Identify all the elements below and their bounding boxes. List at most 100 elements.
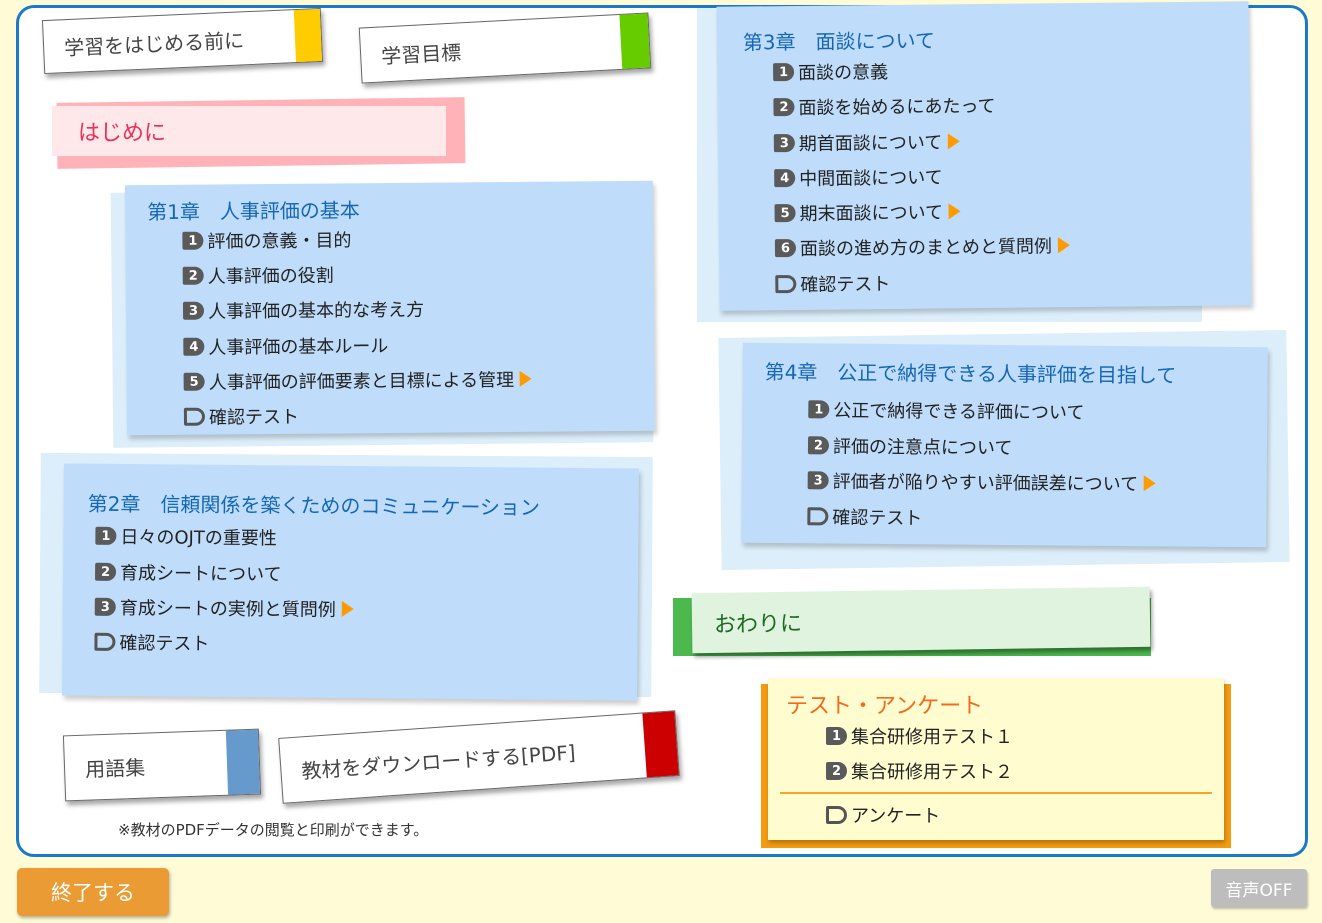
- number-2-icon: 2: [182, 266, 204, 285]
- chapter3-item-5[interactable]: 5 期末面談について: [774, 198, 962, 226]
- play-arrow-icon: [948, 203, 962, 220]
- chapter1-item-3[interactable]: 3 人事評価の基本的な考え方: [182, 296, 425, 324]
- yellow-swatch: [293, 8, 323, 63]
- number-3-icon: 3: [182, 301, 205, 320]
- chapter1-test[interactable]: 確認テスト: [183, 403, 300, 430]
- glossary-button[interactable]: 用語集: [62, 728, 262, 802]
- number-3-icon: 3: [807, 471, 829, 490]
- number-2-icon: 2: [773, 97, 795, 117]
- item-label: 集合研修用テスト１: [851, 727, 1013, 748]
- chapter3-item-1[interactable]: 1 面談の意義: [773, 58, 888, 85]
- chapter4-item-1[interactable]: 1 公正で納得できる評価について: [808, 396, 1084, 424]
- chapter4-test[interactable]: 確認テスト: [807, 503, 922, 530]
- item-label: 公正で納得できる評価について: [833, 400, 1085, 424]
- test-survey-title: テスト・アンケート: [786, 694, 984, 719]
- exit-button[interactable]: 終了する: [17, 868, 169, 916]
- item-label: 面談を始めるにあたって: [798, 95, 996, 119]
- test-icon: [94, 632, 116, 651]
- play-arrow-icon: [1057, 237, 1071, 254]
- item-label: 評価の意義・目的: [207, 230, 352, 253]
- intro-label: はじめに: [78, 121, 167, 146]
- item-label: 中間面談について: [799, 167, 943, 190]
- chapter3-test[interactable]: 確認テスト: [775, 270, 890, 297]
- number-2-icon: 2: [807, 436, 830, 455]
- item-label: 面談の意義: [798, 62, 889, 84]
- intro-banner[interactable]: はじめに: [52, 106, 446, 156]
- chapter2-item-2[interactable]: 2 育成シートについて: [95, 559, 282, 587]
- chapter1-title[interactable]: 第1章 人事評価の基本: [147, 198, 360, 225]
- exit-label: 終了する: [51, 881, 135, 905]
- test-icon: [183, 407, 206, 426]
- chapter1-card: 第1章 人事評価の基本 1 評価の意義・目的 2 人事評価の役割 3 人事評価の…: [124, 180, 656, 436]
- chapter4-item-3[interactable]: 3 評価者が陥りやすい評価誤差について: [807, 467, 1157, 496]
- play-arrow-icon: [520, 370, 533, 387]
- chapter1-item-2[interactable]: 2 人事評価の役割: [182, 261, 334, 288]
- number-5-icon: 5: [183, 372, 205, 391]
- chapter3-item-4[interactable]: 4 中間面談について: [774, 163, 943, 191]
- chapter4-item-2[interactable]: 2 評価の注意点について: [807, 432, 1013, 460]
- chapter2-item-3[interactable]: 3 育成シートの実例と質問例: [94, 594, 354, 622]
- survey-item[interactable]: アンケート: [826, 802, 940, 828]
- sound-toggle-button[interactable]: 音声OFF: [1211, 869, 1307, 907]
- chapter3-item-6[interactable]: 6 面談の進め方のまとめと質問例: [774, 232, 1071, 261]
- item-label: 集合研修用テスト２: [851, 762, 1013, 783]
- number-4-icon: 4: [183, 337, 205, 356]
- item-label: 確認テスト: [119, 632, 210, 655]
- item-label: 面談の進め方のまとめと質問例: [799, 236, 1053, 260]
- pdf-note: ※教材のPDFデータの閲覧と印刷ができます。: [118, 821, 429, 839]
- play-arrow-icon: [341, 600, 354, 618]
- outro-banner[interactable]: おわりに: [691, 586, 1151, 654]
- item-label: 育成シートの実例と質問例: [119, 597, 336, 621]
- test-survey-divider: [780, 792, 1212, 794]
- number-1-icon: 1: [808, 400, 830, 419]
- group-test-2[interactable]: 2 集合研修用テスト２: [826, 758, 1013, 784]
- item-label: 確認テスト: [208, 406, 300, 429]
- item-label: 日々のOJTの重要性: [120, 526, 277, 550]
- number-5-icon: 5: [774, 203, 796, 223]
- chapter3-title[interactable]: 第3章 面談について: [742, 28, 936, 55]
- group-test-1[interactable]: 1 集合研修用テスト１: [826, 723, 1013, 749]
- chapter3-card: 第3章 面談について 1 面談の意義 2 面談を始めるにあたって 3 期首面談に…: [716, 1, 1252, 311]
- chapter1-item-5[interactable]: 5 人事評価の評価要素と目標による管理: [183, 366, 533, 395]
- number-2-icon: 2: [95, 562, 117, 581]
- number-1-icon: 1: [826, 727, 847, 745]
- chapter4-card: 第4章 公正で納得できる人事評価を目指して 1 公正で納得できる評価について 2…: [741, 342, 1268, 548]
- red-swatch: [642, 711, 679, 778]
- before-learning-label: 学習をはじめる前に: [63, 27, 245, 60]
- chapter3-item-2[interactable]: 2 面談を始めるにあたって: [773, 92, 996, 120]
- green-swatch: [619, 13, 651, 69]
- chapter1-item-1[interactable]: 1 評価の意義・目的: [182, 226, 352, 253]
- test-icon: [807, 507, 829, 526]
- item-label: アンケート: [851, 806, 941, 827]
- sound-label: 音声OFF: [1225, 880, 1293, 901]
- item-label: 確認テスト: [800, 273, 891, 296]
- chapter2-title[interactable]: 第2章 信頼関係を築くためのコミュニケーション: [87, 491, 541, 520]
- number-4-icon: 4: [774, 168, 796, 188]
- test-survey-box: テスト・アンケート 1 集合研修用テスト１ 2 集合研修用テスト２ アンケート: [768, 678, 1224, 840]
- chapter3-item-3[interactable]: 3 期首面談について: [773, 128, 961, 156]
- chapter2-card: 第2章 信頼関係を築くためのコミュニケーション 1 日々のOJTの重要性 2 育…: [61, 463, 640, 701]
- number-1-icon: 1: [182, 231, 204, 250]
- learning-goals-label: 学習目標: [380, 39, 462, 68]
- download-pdf-label: 教材をダウンロードする[PDF]: [300, 739, 577, 783]
- number-3-icon: 3: [94, 597, 116, 616]
- chapter2-test[interactable]: 確認テスト: [94, 629, 210, 656]
- item-label: 評価者が陥りやすい評価誤差について: [832, 471, 1139, 496]
- item-label: 確認テスト: [832, 507, 923, 530]
- number-1-icon: 1: [95, 526, 117, 545]
- item-label: 育成シートについて: [119, 562, 282, 586]
- item-label: 人事評価の役割: [207, 265, 334, 288]
- item-label: 人事評価の基本的な考え方: [207, 299, 425, 323]
- number-3-icon: 3: [773, 133, 795, 153]
- item-label: 評価の注意点について: [832, 436, 1013, 460]
- chapter4-title[interactable]: 第4章 公正で納得できる人事評価を目指して: [764, 359, 1177, 388]
- item-label: 人事評価の基本ルール: [208, 336, 389, 359]
- chapter1-item-4[interactable]: 4 人事評価の基本ルール: [183, 332, 388, 360]
- glossary-label: 用語集: [84, 755, 146, 782]
- blue-swatch: [225, 729, 261, 795]
- chapter2-item-1[interactable]: 1 日々のOJTの重要性: [95, 523, 277, 551]
- item-label: 人事評価の評価要素と目標による管理: [208, 369, 515, 394]
- number-1-icon: 1: [773, 62, 795, 82]
- test-icon: [775, 274, 797, 294]
- outro-label: おわりに: [713, 611, 803, 638]
